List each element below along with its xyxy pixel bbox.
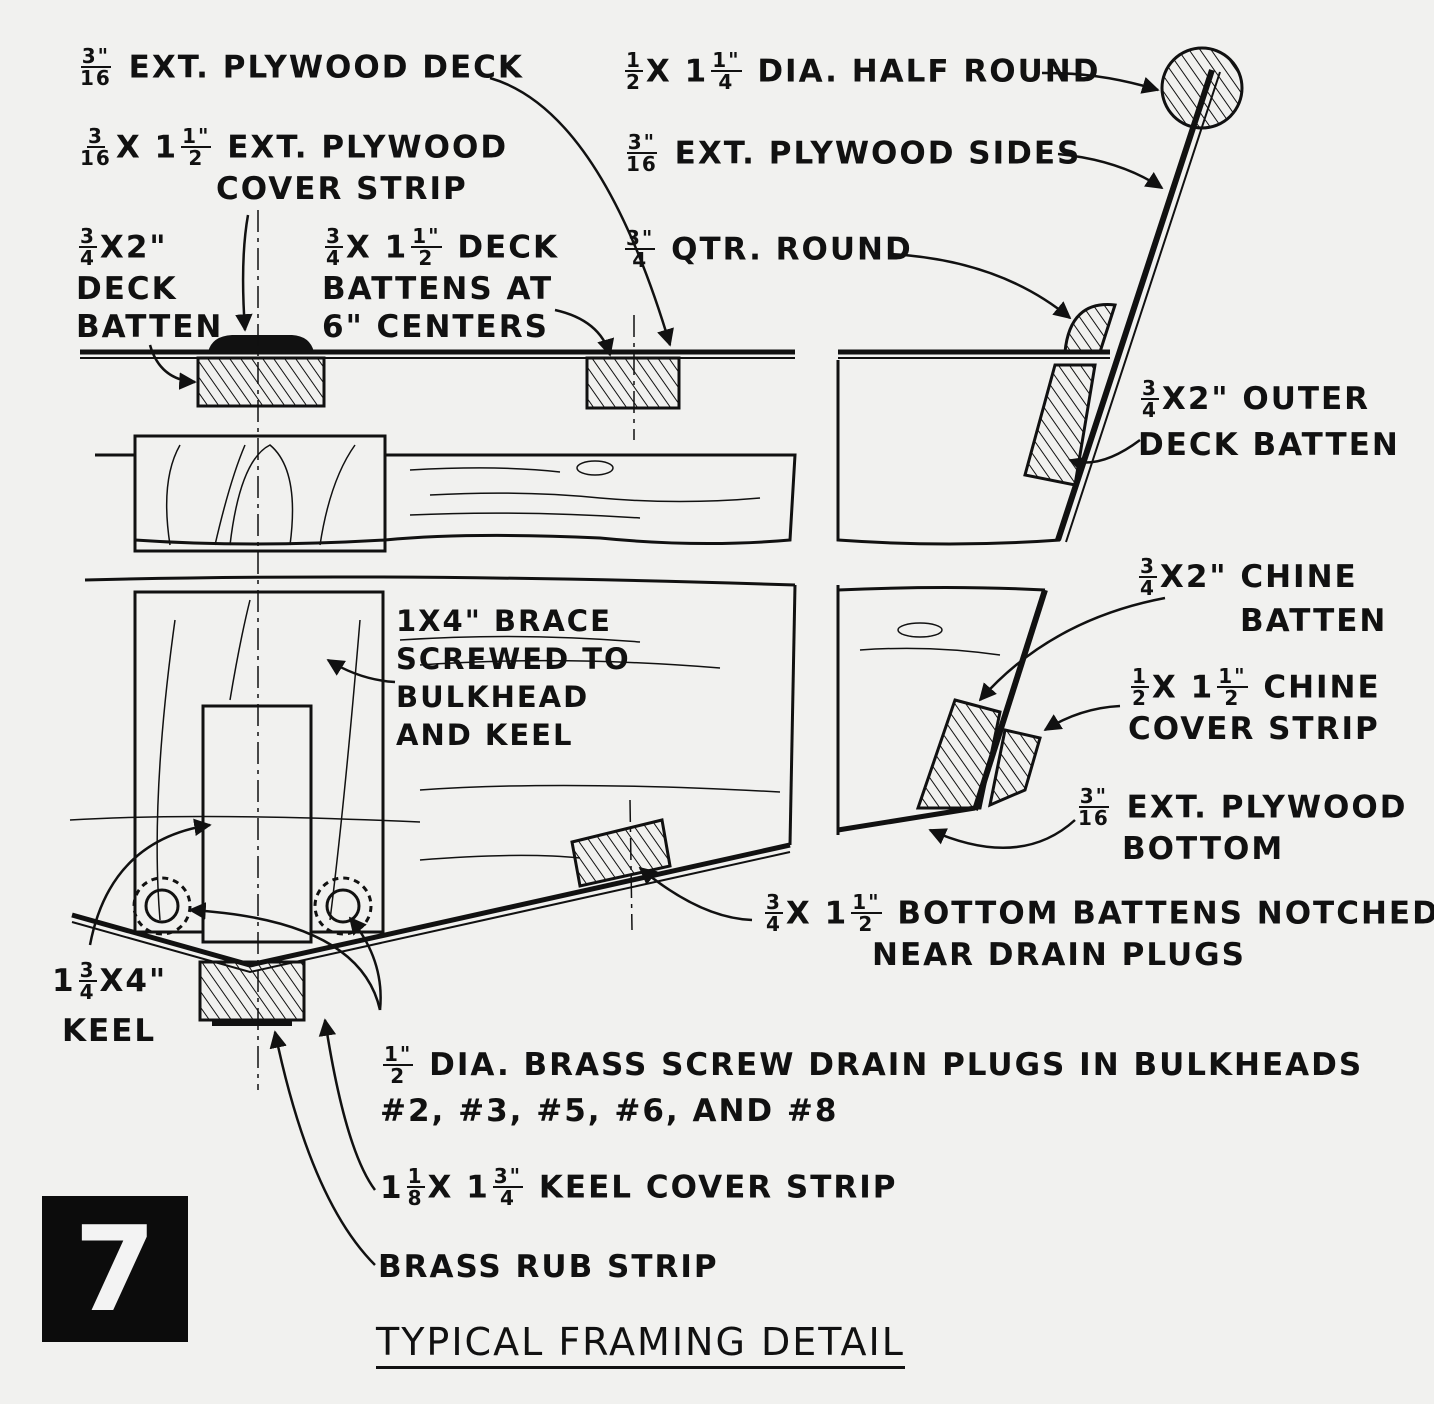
label-drain-plugs: 1"2 DIA. BRASS SCREW DRAIN PLUGS IN BULK… [380,1041,1364,1130]
qtr-round [1063,303,1117,354]
figure-title: TYPICAL FRAMING DETAIL [376,1320,905,1369]
label-brace: 1X4" BRACE SCREWED TO BULKHEAD AND KEEL [396,604,631,752]
label-rub-strip: BRASS RUB STRIP [378,1249,719,1285]
deck-batten-center [196,356,326,408]
half-round [1160,46,1244,130]
label-qtr-round: 3"4 QTR. ROUND [625,226,913,272]
deck-batten-6in [585,356,681,410]
label-sides: 3"16 EXT. PLYWOOD SIDES [626,130,1082,176]
chine-cover-strip [987,728,1042,808]
chine-batten [915,698,1002,810]
center-lines [257,210,635,1090]
leader-arrows [88,71,1166,1266]
label-bottom-ply: 3"16 EXT. PLYWOOD BOTTOM [1078,784,1408,867]
deck-cover-strip [208,335,314,352]
upper-bulkhead [95,360,1061,553]
label-deck-plywood: 3"16 EXT. PLYWOOD DECK [80,44,524,90]
outer-deck-batten [1023,363,1097,487]
keel [198,960,306,1022]
brass-rub-strip [212,1020,292,1026]
figure-number: 7 [73,1200,157,1338]
lower-bulkhead [69,575,1046,944]
figure-number-badge: 7 [42,1196,188,1342]
